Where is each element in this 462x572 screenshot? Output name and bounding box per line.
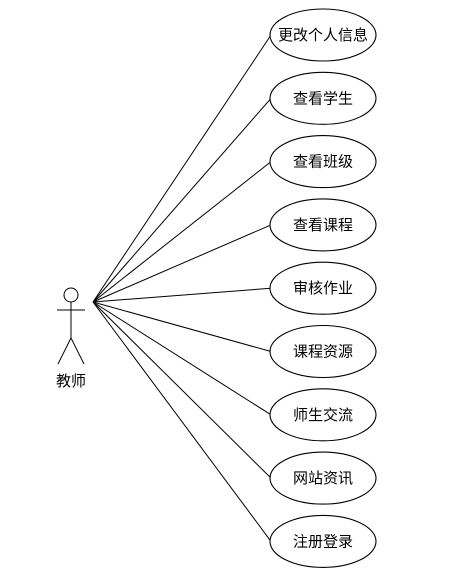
use-case-label: 师生交流 xyxy=(293,406,353,424)
association-line-1 xyxy=(92,34,272,303)
use-case-5: 审核作业 xyxy=(269,261,377,315)
use-case-ellipse xyxy=(269,451,377,505)
use-case-label: 课程资源 xyxy=(293,343,353,361)
use-case-2: 查看学生 xyxy=(269,71,377,125)
actor-right-leg xyxy=(70,337,85,365)
actor-label: 教师 xyxy=(56,372,86,390)
association-line-8 xyxy=(92,301,272,479)
use-case-ellipse xyxy=(269,261,377,315)
association-line-3 xyxy=(92,161,272,303)
use-case-8: 网站资讯 xyxy=(269,451,377,505)
use-case-6: 课程资源 xyxy=(269,324,377,379)
use-case-label: 更改个人信息 xyxy=(278,26,368,44)
use-case-label: 查看班级 xyxy=(293,153,353,171)
association-line-9 xyxy=(92,301,272,542)
association-line-4 xyxy=(92,224,272,303)
association-lines xyxy=(92,34,272,542)
use-case-1: 更改个人信息 xyxy=(269,8,377,62)
use-case-ellipse xyxy=(269,135,377,189)
association-line-6 xyxy=(92,301,272,352)
use-case-ellipse xyxy=(269,324,377,379)
use-case-label: 查看学生 xyxy=(293,89,353,107)
use-case-3: 查看班级 xyxy=(269,135,377,189)
use-case-9: 注册登录 xyxy=(269,514,377,568)
use-case-ellipse xyxy=(269,71,377,125)
actor-left-leg xyxy=(57,337,72,365)
actor-head xyxy=(63,287,79,303)
use-case-ellipse xyxy=(269,388,377,442)
use-case-label: 查看课程 xyxy=(293,216,353,234)
association-line-7 xyxy=(92,301,272,416)
use-case-label: 注册登录 xyxy=(293,532,353,550)
use-case-ellipse xyxy=(269,8,377,62)
use-case-ellipse xyxy=(269,514,377,568)
use-case-label: 审核作业 xyxy=(293,279,353,297)
association-line-5 xyxy=(92,287,272,303)
use-case-ellipse xyxy=(269,198,377,252)
use-case-4: 查看课程 xyxy=(269,198,377,252)
actor-teacher: 教师 xyxy=(56,287,86,390)
association-line-2 xyxy=(92,97,272,303)
use-case-label: 网站资讯 xyxy=(293,469,353,487)
use-case-7: 师生交流 xyxy=(269,388,377,442)
